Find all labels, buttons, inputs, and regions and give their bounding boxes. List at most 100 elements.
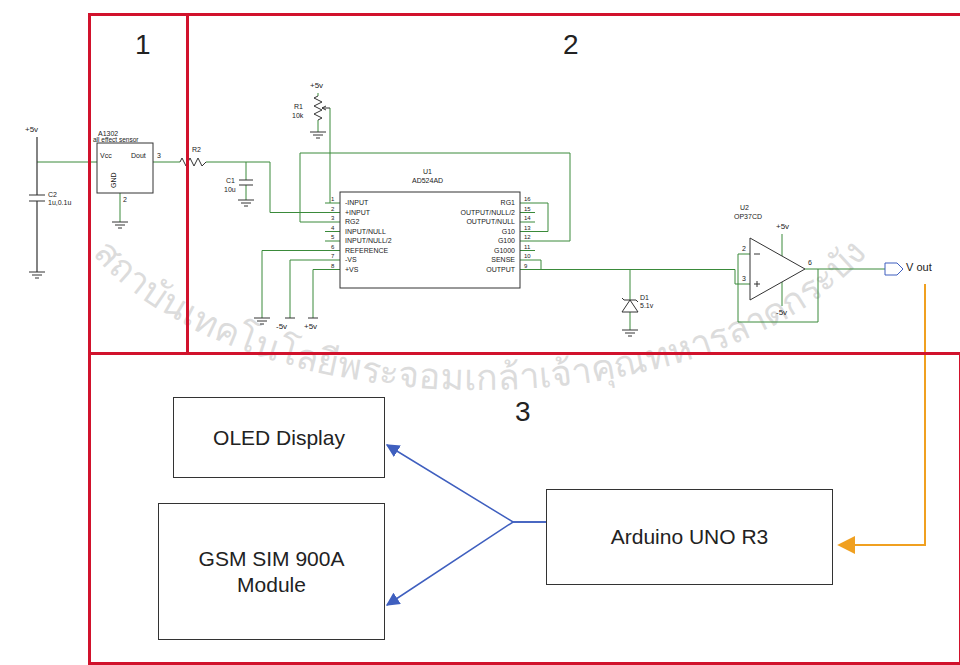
pin-number: 12	[524, 234, 531, 240]
wire	[290, 260, 325, 318]
ground-symbol	[622, 330, 638, 336]
pin-number: 1	[331, 196, 334, 202]
output-port-symbol	[885, 263, 903, 275]
ic-symbol	[340, 192, 520, 288]
capacitor-symbol	[29, 137, 45, 272]
module-box: OLED Display	[173, 397, 385, 478]
pin-name: INPUT/NULL	[345, 228, 386, 235]
pin-name: OUTPUT	[486, 266, 515, 273]
wire	[206, 162, 325, 213]
opamp-symbol	[750, 238, 805, 300]
region-frame: 2	[186, 13, 960, 355]
resistor-symbol	[314, 96, 322, 120]
wire	[262, 251, 325, 319]
part-label: C2	[48, 191, 57, 198]
supply-terminal	[285, 318, 318, 319]
box-label: GSM SIM 900A Module	[177, 546, 367, 596]
pin-number: 3	[742, 275, 746, 282]
pin-name: G1000	[494, 247, 515, 254]
supply-terminal	[285, 318, 318, 319]
part-label: R2	[192, 146, 201, 153]
wire	[120, 193, 121, 222]
supply-label: +5v	[310, 82, 323, 90]
region-number: 3	[515, 395, 531, 429]
zener-diode-symbol	[622, 298, 638, 312]
supply-label: -5v	[776, 309, 787, 317]
capacitor-symbol	[29, 137, 253, 272]
pin-number: 2	[331, 206, 334, 212]
pin-name: Dout	[131, 152, 146, 159]
pin-name: +VS	[345, 266, 358, 273]
part-label: C1	[226, 177, 235, 184]
supply-label: +5v	[25, 126, 38, 134]
wire	[782, 282, 783, 306]
pin-number: 3	[157, 152, 161, 159]
ground-symbol	[238, 200, 254, 206]
region-frame: 3OLED DisplayGSM SIM 900A Module Arduino …	[88, 352, 960, 665]
watermark-text: สถาบันเทคโนโลยีพระจอมเกล้าเจ้าคุณทหารลาด…	[86, 231, 874, 398]
watermark-text: สถาบันเทคโนโลยีพระจอมเกล้าเจ้าคุณทหารลาด…	[86, 231, 874, 398]
box-label: OLED Display	[213, 425, 345, 450]
hall-sensor-symbol	[97, 143, 153, 193]
wire	[318, 120, 319, 132]
output-port-symbol	[885, 263, 903, 275]
part-label: A1302	[98, 130, 118, 137]
pin-number: 11	[524, 244, 530, 250]
zener-diode-symbol	[622, 300, 638, 312]
pin-name: -INPUT	[345, 199, 368, 206]
pin-number: 14	[524, 215, 531, 221]
pin-name: +INPUT	[345, 209, 370, 216]
pin-stub	[325, 203, 340, 270]
part-value: 10k	[292, 112, 303, 119]
part-label: U1	[423, 168, 432, 175]
pin-name: REFERENCE	[345, 247, 388, 254]
resistor-symbol	[322, 106, 330, 110]
region-frame: 1	[88, 13, 189, 355]
part-label: R1	[294, 103, 303, 110]
region-number: 1	[135, 28, 151, 62]
pin-number: 9	[524, 263, 527, 269]
box-label: Arduino UNO R3	[611, 524, 769, 549]
pin-name: GND	[110, 172, 117, 188]
part-label: OP37CD	[734, 213, 762, 220]
pin-name: SENSE	[491, 256, 515, 263]
pin-number: 6	[331, 244, 334, 250]
part-label: D1	[640, 294, 649, 301]
pin-name: RG2	[345, 218, 359, 225]
opamp-symbol	[754, 254, 760, 287]
wire	[318, 93, 319, 96]
arrow-connector	[387, 445, 546, 522]
part-label: U2	[740, 204, 749, 211]
wire	[300, 222, 325, 223]
pin-name: -VS	[345, 256, 357, 263]
ic-symbol	[340, 192, 520, 288]
pin-name: G10	[502, 228, 515, 235]
wire	[782, 234, 783, 256]
wire	[330, 108, 331, 203]
wire	[535, 203, 548, 232]
module-box: GSM SIM 900A Module	[158, 503, 385, 640]
wire	[805, 269, 885, 270]
pin-name: INPUT/NULL/2	[345, 237, 392, 244]
pin-number: 2	[123, 196, 127, 203]
part-value: 10u	[224, 186, 236, 193]
ground-symbol	[112, 222, 128, 228]
pin-number: 15	[524, 206, 531, 212]
part-value: 1u,0.1u	[48, 199, 71, 206]
signal-arrow	[839, 284, 925, 545]
ground-symbol	[310, 132, 326, 138]
ground-symbol	[254, 318, 270, 324]
pin-name: RG1	[501, 199, 515, 206]
opamp-symbol	[750, 238, 805, 300]
ground-symbol	[29, 132, 638, 336]
pin-number: 10	[524, 253, 531, 259]
pin-name: G100	[498, 237, 515, 244]
pin-number: 2	[742, 245, 746, 252]
resistor-symbol	[180, 158, 206, 166]
pin-number: 8	[331, 263, 334, 269]
wire	[535, 260, 541, 270]
signal-arrow	[839, 284, 925, 545]
